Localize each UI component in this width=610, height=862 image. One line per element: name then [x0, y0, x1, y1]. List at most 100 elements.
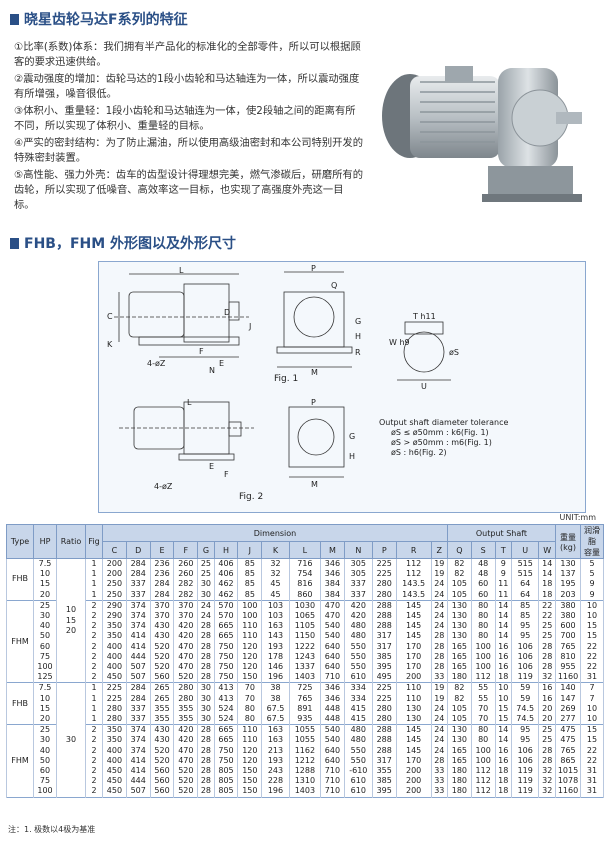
- table-cell: 106: [510, 745, 540, 756]
- dim-e: E: [219, 359, 225, 368]
- table-cell: 290: [102, 611, 127, 622]
- table-cell: 225: [371, 558, 397, 570]
- table-cell: 70: [470, 703, 496, 715]
- table-cell: 280: [371, 589, 397, 601]
- table-cell: 1337: [288, 662, 322, 673]
- feature-item: ④严实的密封结构：为了防止漏油，所以使用高级油密封和本公司特别开发的特殊密封装置…: [14, 137, 364, 164]
- table-cell: 112: [470, 786, 496, 798]
- table-cell: 203: [555, 589, 581, 601]
- table-cell: 450: [102, 672, 127, 683]
- hp-cell: 40: [33, 745, 57, 756]
- table-cell: -610: [343, 766, 373, 777]
- hp-cell: 20: [33, 714, 57, 725]
- table-cell: 70: [237, 693, 263, 704]
- table-cell: 1160: [555, 672, 581, 683]
- table-cell: 337: [125, 589, 151, 601]
- table-cell: 444: [125, 776, 151, 787]
- table-cell: 95: [510, 724, 540, 736]
- table-cell: 163: [261, 724, 290, 736]
- table-cell: 85: [237, 579, 263, 590]
- table-cell: 750: [213, 641, 239, 652]
- fig2-label: Fig. 2: [239, 492, 264, 502]
- table-cell: 430: [149, 724, 175, 736]
- table-cell: 106: [510, 641, 540, 652]
- table-cell: 100: [237, 599, 263, 612]
- table-cell: 82: [446, 693, 472, 704]
- hp-cell: 10: [33, 693, 57, 704]
- table-cell: 1403: [288, 786, 322, 798]
- type-cell: FHB: [6, 558, 34, 601]
- dimension-drawing: Fig. 1 Fig. 2 Output shaft diameter tole…: [98, 261, 586, 513]
- table-cell: 1065: [288, 611, 322, 622]
- table-cell: 45: [261, 589, 290, 601]
- table-cell: 540: [320, 631, 345, 642]
- table-cell: 750: [213, 755, 239, 767]
- hp-cell: 60: [33, 641, 57, 652]
- table-cell: 147: [555, 693, 581, 704]
- table-cell: 32: [538, 786, 556, 798]
- table-cell: 495: [371, 672, 397, 683]
- table-cell: 112: [470, 776, 496, 787]
- table-cell: 225: [371, 569, 397, 580]
- table-cell: 710: [320, 766, 345, 777]
- table-cell: 74.5: [510, 703, 540, 715]
- table-cell: 32: [538, 776, 556, 787]
- table-cell: 280: [102, 703, 127, 715]
- table-cell: 180: [446, 672, 472, 683]
- table-cell: 25: [538, 735, 556, 746]
- table-cell: 225: [102, 693, 127, 704]
- col-type: Type: [6, 524, 34, 559]
- dim-w: W h9: [389, 338, 410, 347]
- table-cell: 550: [343, 641, 373, 652]
- table-cell: 82: [446, 569, 472, 580]
- table-cell: 228: [261, 776, 290, 787]
- table-cell: 277: [555, 714, 581, 725]
- tolerance-line-3: øS : h6(Fig. 2): [391, 448, 447, 457]
- col-output-shaft: Output Shaft: [446, 524, 557, 542]
- col-z: Z: [430, 541, 448, 559]
- hp-cell: 30: [33, 611, 57, 622]
- table-cell: 85: [510, 611, 540, 622]
- dim-g: G: [355, 317, 362, 326]
- table-cell: 30: [197, 714, 215, 725]
- table-cell: 150: [237, 786, 263, 798]
- table-cell: 2: [85, 724, 103, 736]
- table-cell: 28: [538, 755, 556, 767]
- table-cell: 560: [149, 776, 175, 787]
- table-cell: 24: [430, 599, 448, 612]
- table-cell: 180: [446, 776, 472, 787]
- table-cell: 28: [430, 755, 448, 767]
- table-cell: 475: [555, 724, 581, 736]
- section-title-dimensions: FHB，FHM 外形图以及外形尺寸: [10, 233, 236, 253]
- dim-m-fig2: M: [311, 480, 318, 489]
- hp-cell: 50: [33, 631, 57, 642]
- col-r: R: [395, 541, 432, 559]
- table-cell: 444: [125, 651, 151, 663]
- table-cell: 7: [580, 693, 604, 704]
- table-cell: 470: [173, 662, 199, 673]
- table-cell: 30: [197, 693, 215, 704]
- table-cell: 860: [288, 589, 322, 601]
- hp-cell: 7.5: [33, 558, 57, 570]
- table-cell: 143: [261, 631, 290, 642]
- table-cell: 280: [102, 714, 127, 725]
- type-cell: FHM: [6, 724, 34, 798]
- table-cell: 520: [149, 651, 175, 663]
- table-cell: 9: [494, 569, 512, 580]
- table-cell: 750: [213, 745, 239, 756]
- table-cell: 196: [261, 672, 290, 683]
- dim-d: D: [224, 308, 231, 317]
- table-cell: 25: [538, 724, 556, 736]
- table-cell: 30: [197, 579, 215, 590]
- table-cell: 200: [102, 569, 127, 580]
- col-p: P: [371, 541, 397, 559]
- col-n: N: [343, 541, 373, 559]
- table-cell: 80: [470, 599, 496, 612]
- table-cell: 450: [102, 766, 127, 777]
- table-cell: 165: [446, 662, 472, 673]
- table-cell: 250: [102, 579, 127, 590]
